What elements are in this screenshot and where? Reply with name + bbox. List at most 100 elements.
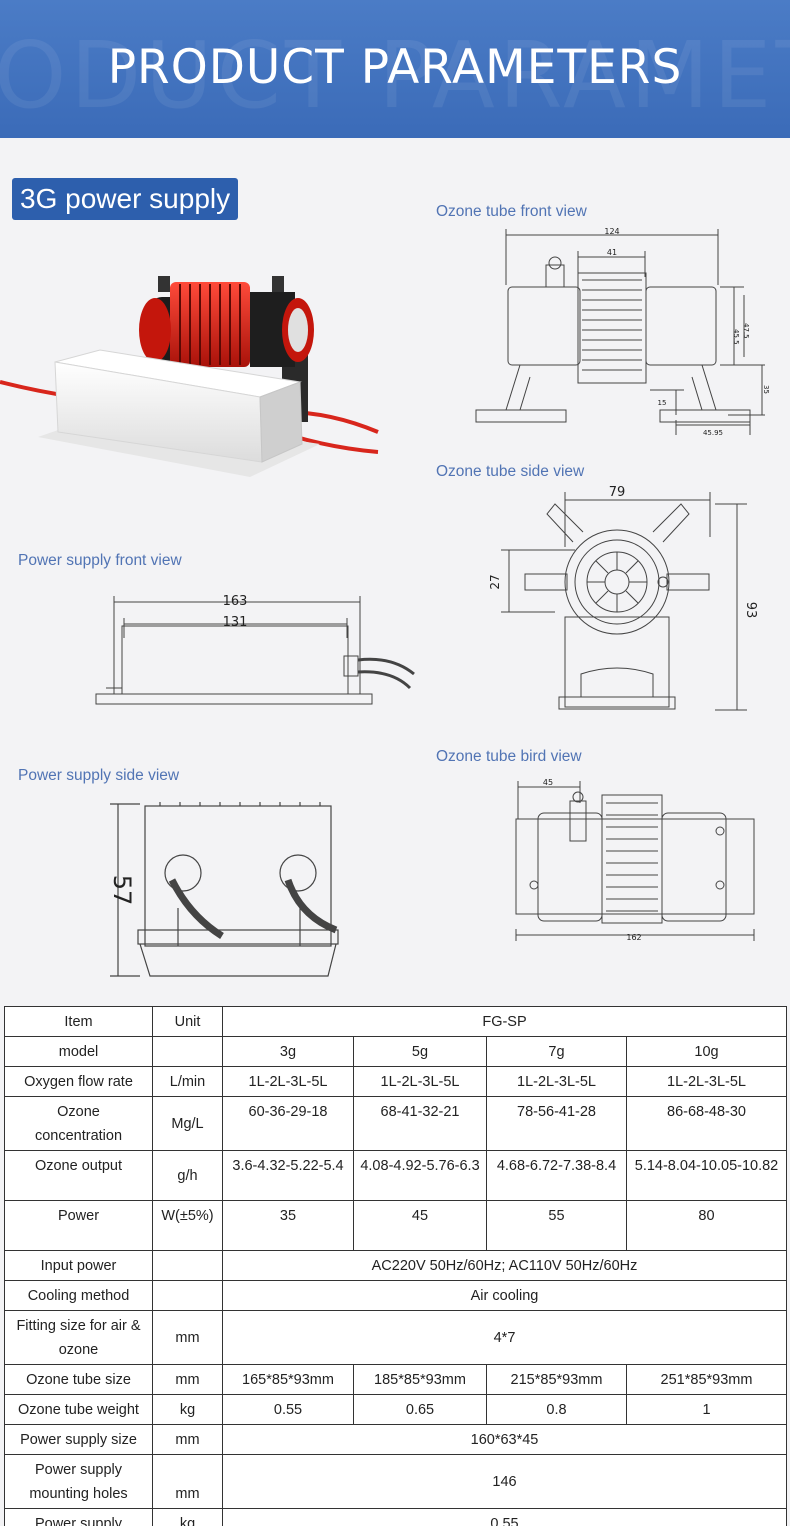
- cell: 165*85*93mm: [222, 1364, 354, 1395]
- page-title: PRODUCT PARAMETERS: [107, 40, 683, 95]
- cell: 3g: [222, 1036, 354, 1067]
- cell: 5g: [353, 1036, 487, 1067]
- cell: 1L-2L-3L-5L: [222, 1066, 354, 1097]
- cell: 55: [486, 1200, 627, 1251]
- banner-watermark-text: ODUCT PARAMETE: [0, 22, 790, 129]
- row-label: Power: [4, 1200, 153, 1251]
- cell: 4.08-4.92-5.76-6.3: [353, 1150, 487, 1201]
- product-photo: [0, 276, 379, 477]
- caption-tube-side: Ozone tube side view: [436, 463, 585, 480]
- cell: 251*85*93mm: [626, 1364, 787, 1395]
- cell: 45: [353, 1200, 487, 1251]
- caption-tube-front: Ozone tube front view: [436, 203, 587, 220]
- dim-35: 35: [762, 385, 770, 394]
- row-label: Power supply size: [4, 1424, 153, 1455]
- row-label: Ozone tube weight: [4, 1394, 153, 1425]
- dim-131: 131: [223, 615, 248, 630]
- row-unit: mm: [152, 1310, 223, 1365]
- header-banner: ODUCT PARAMETE PRODUCT PARAMETERS: [0, 0, 790, 138]
- row-label: Ozone concentration: [4, 1096, 153, 1151]
- table-row: Power supply kg 0.55: [4, 1508, 787, 1526]
- cell: 78-56-41-28: [486, 1096, 627, 1151]
- dim-45-95: 45.95: [703, 429, 723, 437]
- cell: 60-36-29-18: [222, 1096, 354, 1151]
- cell: 1L-2L-3L-5L: [626, 1066, 787, 1097]
- caption-ps-side: Power supply side view: [18, 767, 180, 784]
- row-unit: L/min: [152, 1066, 223, 1097]
- row-label: Ozone output: [4, 1150, 153, 1201]
- row-label: Cooling method: [4, 1280, 153, 1311]
- row-label: model: [4, 1036, 153, 1067]
- row-label: Oxygen flow rate: [4, 1066, 153, 1097]
- row-unit: W(±5%): [152, 1200, 223, 1251]
- spec-table: Item Unit FG-SP model 3g 5g 7g 10g Oxyge…: [4, 1006, 787, 1526]
- row-unit: [152, 1036, 223, 1067]
- cell: 35: [222, 1200, 354, 1251]
- row-unit: mm: [152, 1424, 223, 1455]
- row-label: Fitting size for air & ozone: [4, 1310, 153, 1365]
- dim-162: 162: [626, 933, 641, 942]
- tube-bird-drawing: 45 162: [515, 778, 755, 942]
- header-model-group: FG-SP: [222, 1006, 787, 1037]
- table-row: Fitting size for air & ozone mm 4*7: [4, 1310, 787, 1365]
- table-row: Oxygen flow rate L/min 1L-2L-3L-5L 1L-2L…: [4, 1066, 787, 1097]
- table-row: Item Unit FG-SP: [4, 1006, 787, 1037]
- row-unit: kg: [152, 1508, 223, 1526]
- row-unit: mm: [152, 1364, 223, 1395]
- cell: 0.65: [353, 1394, 487, 1425]
- tube-side-drawing: 79 27 93: [488, 485, 758, 711]
- dim-45-5: 45.5: [732, 329, 740, 345]
- cell: 4.68-6.72-7.38-8.4: [486, 1150, 627, 1201]
- table-row: Input power AC220V 50Hz/60Hz; AC110V 50H…: [4, 1250, 787, 1281]
- ps-side-drawing: 57: [108, 802, 339, 977]
- table-row: Ozone concentration Mg/L 60-36-29-18 68-…: [4, 1096, 787, 1151]
- cell: 5.14-8.04-10.05-10.82: [626, 1150, 787, 1201]
- caption-tube-bird: Ozone tube bird view: [436, 748, 582, 765]
- cell: 0.8: [486, 1394, 627, 1425]
- row-unit: Mg/L: [152, 1096, 223, 1151]
- cell: 1: [626, 1394, 787, 1425]
- row-unit: mm: [152, 1454, 223, 1509]
- cell: 86-68-48-30: [626, 1096, 787, 1151]
- ps-front-drawing: 163 131: [95, 594, 415, 705]
- caption-ps-front: Power supply front view: [18, 552, 182, 569]
- cell: 0.55: [222, 1508, 787, 1526]
- table-row: Power W(±5%) 35 45 55 80: [4, 1200, 787, 1251]
- row-unit: kg: [152, 1394, 223, 1425]
- cell: 146: [222, 1454, 787, 1509]
- cell: 160*63*45: [222, 1424, 787, 1455]
- table-row: Cooling method Air cooling: [4, 1280, 787, 1311]
- table-row: Power supply size mm 160*63*45: [4, 1424, 787, 1455]
- cell: 10g: [626, 1036, 787, 1067]
- dim-45: 45: [543, 778, 553, 787]
- dim-15: 15: [658, 399, 667, 407]
- row-label: Power supply: [4, 1508, 153, 1526]
- dim-93: 93: [743, 602, 758, 619]
- tube-front-drawing: 124 41 47.5 45.5 35 15 45.95: [475, 227, 770, 437]
- cell: Air cooling: [222, 1280, 787, 1311]
- dim-47-5: 47.5: [742, 323, 750, 339]
- header-item: Item: [4, 1006, 153, 1037]
- row-label: Input power: [4, 1250, 153, 1281]
- table-row: Ozone tube size mm 165*85*93mm 185*85*93…: [4, 1364, 787, 1395]
- cell: 1L-2L-3L-5L: [353, 1066, 487, 1097]
- cell: 215*85*93mm: [486, 1364, 627, 1395]
- table-row: model 3g 5g 7g 10g: [4, 1036, 787, 1067]
- header-unit: Unit: [152, 1006, 223, 1037]
- dim-79: 79: [609, 485, 626, 500]
- cell: 185*85*93mm: [353, 1364, 487, 1395]
- table-row: Ozone tube weight kg 0.55 0.65 0.8 1: [4, 1394, 787, 1425]
- row-unit: [152, 1250, 223, 1281]
- dim-124: 124: [604, 227, 619, 236]
- row-unit: g/h: [152, 1150, 223, 1201]
- dim-27: 27: [488, 574, 502, 589]
- row-label: Power supply mounting holes: [4, 1454, 153, 1509]
- table-row: Power supply mounting holes mm 146: [4, 1454, 787, 1509]
- table-row: Ozone output g/h 3.6-4.32-5.22-5.4 4.08-…: [4, 1150, 787, 1201]
- cell: 3.6-4.32-5.22-5.4: [222, 1150, 354, 1201]
- dim-57: 57: [108, 875, 136, 906]
- row-unit: [152, 1280, 223, 1311]
- cell: 7g: [486, 1036, 627, 1067]
- cell: 4*7: [222, 1310, 787, 1365]
- product-badge: 3G power supply: [12, 178, 239, 220]
